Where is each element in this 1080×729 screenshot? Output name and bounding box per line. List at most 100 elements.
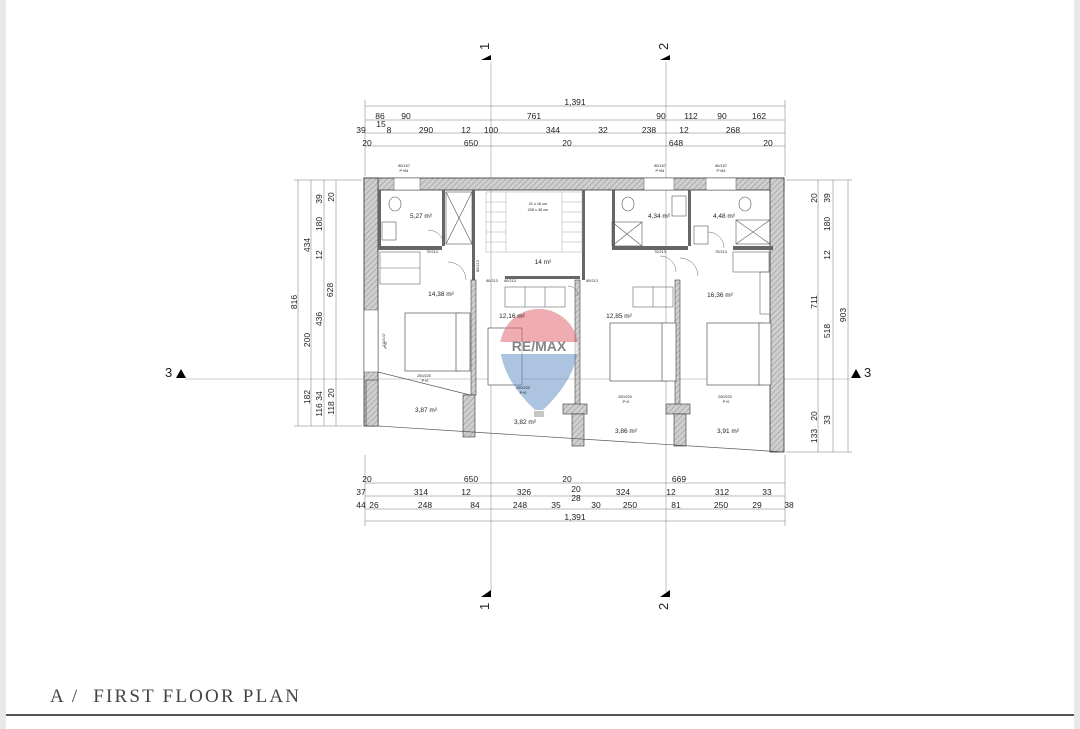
plan-title-text: FIRST FLOOR PLAN — [93, 686, 302, 707]
dimension-text: 12 — [461, 125, 471, 135]
dimension-text: 20 — [763, 138, 773, 148]
door-label: P+0 — [422, 379, 429, 383]
door-label: P+84 — [717, 169, 726, 173]
room-area-label: 3,87 m² — [415, 407, 438, 414]
dimension-text: 182 — [302, 390, 312, 404]
dimension-text: 100 — [484, 125, 498, 135]
dimension-text: 118 — [326, 401, 336, 415]
dimension-text: 326 — [517, 487, 531, 497]
room-area-label: 14,38 m² — [428, 291, 454, 298]
door-label: 250/220 — [516, 386, 530, 390]
dimension-text: 628 — [325, 283, 335, 297]
bathroom-fixtures — [381, 191, 771, 247]
dimension-text: 38 — [784, 500, 794, 510]
window-label: P+0 — [384, 342, 388, 349]
dimension-text: 39 — [314, 194, 324, 204]
dimension-text: 15 — [376, 119, 386, 129]
dimension-text: 816 — [289, 295, 299, 309]
dimension-text: 28 — [571, 493, 581, 503]
dimension-lines-left — [294, 179, 362, 427]
beds — [404, 312, 772, 386]
svg-text:RE/MAX: RE/MAX — [512, 338, 567, 354]
page-frame-left — [0, 0, 6, 729]
dimension-text: 37 — [356, 487, 366, 497]
dimension-text: 290 — [419, 125, 433, 135]
dimension-text: 34 — [314, 391, 324, 401]
door-label: 250/220 — [618, 395, 632, 399]
dimension-text: 12 — [822, 250, 832, 260]
dimension-text: 33 — [822, 415, 832, 425]
dimension-text: 1,391 — [564, 97, 586, 107]
dimension-text: 324 — [616, 487, 630, 497]
dimension-text: 200 — [302, 333, 312, 347]
dimension-text: 344 — [546, 125, 560, 135]
dimension-text: 20 — [362, 138, 372, 148]
dimension-text: 20 — [809, 411, 819, 421]
door-label: 80/157 — [654, 164, 666, 168]
dimension-text: 35 — [551, 500, 561, 510]
plan-title-prefix: A / — [50, 686, 80, 707]
section-marker-bottom-2: 2 — [656, 590, 671, 610]
dimension-text: 248 — [513, 500, 527, 510]
dimension-text: 29 — [752, 500, 762, 510]
door-swings — [427, 229, 725, 297]
dimension-text: 33 — [762, 487, 772, 497]
dimension-text: 648 — [669, 138, 683, 148]
dimension-text: 90 — [656, 111, 666, 121]
dimension-text: 20 — [562, 474, 572, 484]
dimension-text: 81 — [671, 500, 681, 510]
dimension-text: 116 — [314, 403, 324, 417]
section-marker-right-3: 3 — [851, 365, 871, 380]
dimension-text: 250 — [623, 500, 637, 510]
door-label: 80/157 — [715, 164, 727, 168]
window-label: 210/147 — [382, 333, 386, 347]
room-area-label: 5,27 m² — [410, 213, 433, 220]
dimension-text: 133 — [809, 429, 819, 443]
dimension-text: 238 — [642, 125, 656, 135]
staircase — [485, 191, 583, 253]
dimension-text: 650 — [464, 474, 478, 484]
svg-text:3: 3 — [165, 365, 172, 380]
door-label: P+0 — [623, 400, 630, 404]
room-area-label: 12,16 m² — [499, 313, 525, 320]
svg-text:3: 3 — [864, 365, 871, 380]
section-marker-top-2: 2 — [656, 43, 671, 60]
door-label: 80/213 — [486, 279, 498, 283]
dimension-text: 312 — [715, 487, 729, 497]
door-label: 80/213 — [504, 279, 516, 283]
dimension-text: 20 — [326, 388, 336, 398]
dimension-text: 518 — [822, 324, 832, 338]
dimension-text: 20 — [562, 138, 572, 148]
svg-text:2: 2 — [656, 43, 671, 50]
room-area-label: 4,48 m² — [713, 213, 736, 220]
svg-text:2: 2 — [656, 603, 671, 610]
dimension-text: 44 — [356, 500, 366, 510]
dimension-text: 32 — [598, 125, 608, 135]
dimension-text: 248 — [418, 500, 432, 510]
plan-title: A / FIRST FLOOR PLAN — [50, 686, 301, 708]
dimension-text: 39 — [822, 193, 832, 203]
dimension-text: 903 — [838, 308, 848, 322]
room-area-label: 14 m² — [535, 259, 552, 266]
door-label: 70/213 — [715, 250, 727, 254]
dimension-text: 711 — [809, 295, 819, 309]
section-marker-bottom-1: 1 — [477, 590, 492, 610]
dimension-text: 162 — [752, 111, 766, 121]
dimension-text: 268 — [726, 125, 740, 135]
dimension-text: 12 — [461, 487, 471, 497]
section-marker-top-1: 1 — [477, 43, 492, 60]
room-area-label: 12,85 m² — [606, 313, 632, 320]
dimension-text: 30 — [591, 500, 601, 510]
stair-label: 21 x 16 cm — [529, 202, 548, 206]
dimension-text: 180 — [314, 217, 324, 231]
dimension-text: 434 — [302, 238, 312, 252]
svg-text:1: 1 — [477, 603, 492, 610]
door-label: P+84 — [400, 169, 409, 173]
door-label: P+84 — [656, 169, 665, 173]
title-rule — [6, 714, 1074, 716]
dimension-lines-top — [364, 100, 786, 176]
dimension-text: 436 — [314, 312, 324, 326]
door-label: 80/213 — [586, 279, 598, 283]
door-label: 80/157 — [398, 164, 410, 168]
